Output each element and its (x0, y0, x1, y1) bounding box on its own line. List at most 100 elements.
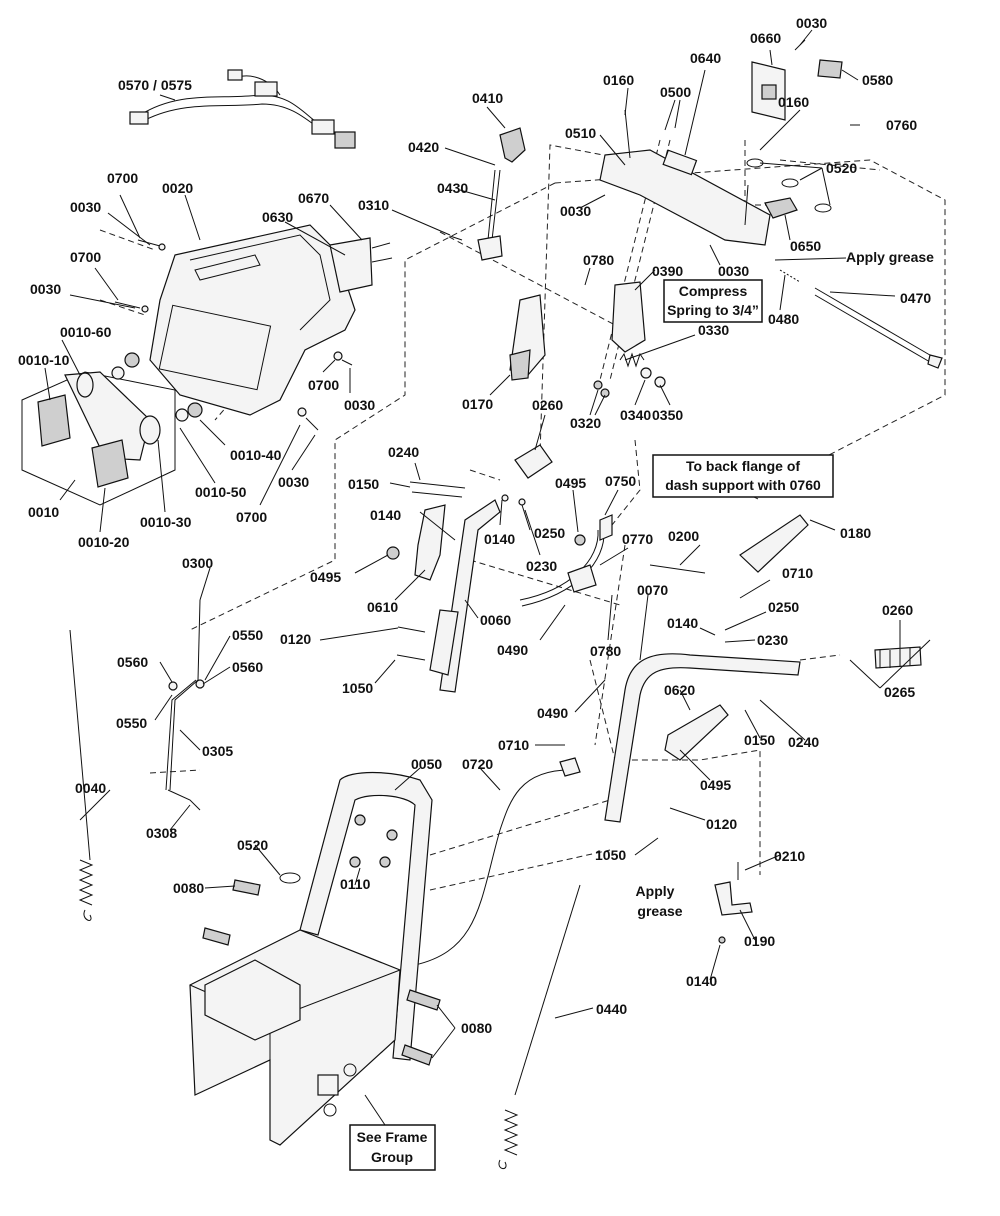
callout-0700: 0700 (107, 170, 138, 186)
callout-0160: 0160 (778, 94, 809, 110)
cable-guide-bracket (714, 862, 753, 944)
callout-0700: 0700 (236, 509, 267, 525)
callout-0710: 0710 (782, 565, 813, 581)
callout-0030: 0030 (70, 199, 101, 215)
callout-0140: 0140 (667, 615, 698, 631)
callout-0550: 0550 (232, 627, 263, 643)
callout-0030: 0030 (560, 203, 591, 219)
callout-0180: 0180 (840, 525, 871, 541)
callout-0330: 0330 (698, 322, 729, 338)
callout-0030: 0030 (278, 474, 309, 490)
shift-bracket (611, 281, 646, 353)
compress-note-line1: Compress (679, 283, 748, 299)
callout-0265: 0265 (884, 684, 915, 700)
callout-0210: 0210 (774, 848, 805, 864)
callout-0260: 0260 (882, 602, 913, 618)
callout-0120: 0120 (280, 631, 311, 647)
handle-bracket-right (664, 704, 729, 761)
callout-0300: 0300 (182, 555, 213, 571)
see-frame-line1: See Frame (357, 1129, 428, 1145)
switch-plate (751, 39, 843, 121)
apply-grease-bottom-line2: grease (637, 903, 682, 919)
apply-grease-top: Apply grease (846, 249, 934, 265)
callout-0160: 0160 (603, 72, 634, 88)
callout-0200: 0200 (668, 528, 699, 544)
callout-0070: 0070 (637, 582, 668, 598)
callout-0500: 0500 (660, 84, 691, 100)
callout-0030: 0030 (718, 263, 749, 279)
callout-0010-60: 0010-60 (60, 324, 112, 340)
callout-0308: 0308 (146, 825, 177, 841)
callout-0260: 0260 (532, 397, 563, 413)
lower-handle-left (429, 499, 501, 693)
handle-frame (299, 771, 433, 1061)
parts-artwork (21, 39, 943, 1169)
shift-shaft (779, 269, 943, 369)
callout-0080: 0080 (173, 880, 204, 896)
callout-0390: 0390 (652, 263, 683, 279)
drive-cable-left (69, 629, 94, 921)
callout-0560: 0560 (117, 654, 148, 670)
callout-0030: 0030 (796, 15, 827, 31)
dash-support (599, 109, 771, 246)
callout-0420: 0420 (408, 139, 439, 155)
drive-lever (519, 514, 613, 607)
callout-0120: 0120 (706, 816, 737, 832)
callout-0150: 0150 (744, 732, 775, 748)
callout-0020: 0020 (162, 180, 193, 196)
callout-0490: 0490 (537, 705, 568, 721)
callout-0570-0575: 0570 / 0575 (118, 77, 192, 93)
callout-0010-50: 0010-50 (195, 484, 247, 500)
see-frame-line2: Group (371, 1149, 413, 1165)
callout-0150: 0150 (348, 476, 379, 492)
shift-rod (165, 599, 205, 811)
callout-0495: 0495 (700, 777, 731, 793)
callout-0230: 0230 (757, 632, 788, 648)
wiring-harness (129, 69, 356, 149)
callout-0010-30: 0010-30 (140, 514, 192, 530)
callout-0700: 0700 (308, 377, 339, 393)
callout-0190: 0190 (744, 933, 775, 949)
callout-0305: 0305 (202, 743, 233, 759)
compression-spring (593, 352, 666, 398)
callout-0030: 0030 (344, 397, 375, 413)
flange-note-line2: dash support with 0760 (665, 477, 821, 493)
apply-grease-bottom-line1: Apply (636, 883, 675, 899)
callout-0660: 0660 (750, 30, 781, 46)
callout-0620: 0620 (664, 682, 695, 698)
chute-lever (649, 514, 809, 574)
compress-note-line2: Spring to 3/4” (667, 302, 759, 318)
callout-0670: 0670 (298, 190, 329, 206)
callout-0510: 0510 (565, 125, 596, 141)
frame-base (189, 929, 401, 1146)
part-callouts: 0570 / 057504100420043003100700002000300… (18, 15, 931, 1036)
callout-0650: 0650 (790, 238, 821, 254)
callout-0240: 0240 (788, 734, 819, 750)
light-bracket (329, 237, 393, 293)
dash-screws (114, 239, 353, 431)
callout-0140: 0140 (686, 973, 717, 989)
chute-cable (414, 757, 581, 966)
callout-0750: 0750 (605, 473, 636, 489)
callout-0050: 0050 (411, 756, 442, 772)
headlight-assembly (21, 352, 203, 506)
grip-right (874, 646, 922, 669)
callout-0230: 0230 (526, 558, 557, 574)
flange-note-line1: To back flange of (686, 458, 800, 474)
callout-0490: 0490 (497, 642, 528, 658)
callout-0630: 0630 (262, 209, 293, 225)
callout-0640: 0640 (690, 50, 721, 66)
callout-0080: 0080 (461, 1020, 492, 1036)
callout-0060: 0060 (480, 612, 511, 628)
callout-0310: 0310 (358, 197, 389, 213)
upper-handle-left (509, 294, 546, 381)
grip-left (514, 444, 553, 479)
callout-0700: 0700 (70, 249, 101, 265)
callout-0710: 0710 (498, 737, 529, 753)
callout-0410: 0410 (472, 90, 503, 106)
callout-0140: 0140 (370, 507, 401, 523)
callout-0010: 0010 (28, 504, 59, 520)
callout-0350: 0350 (652, 407, 683, 423)
callout-1050: 1050 (342, 680, 373, 696)
